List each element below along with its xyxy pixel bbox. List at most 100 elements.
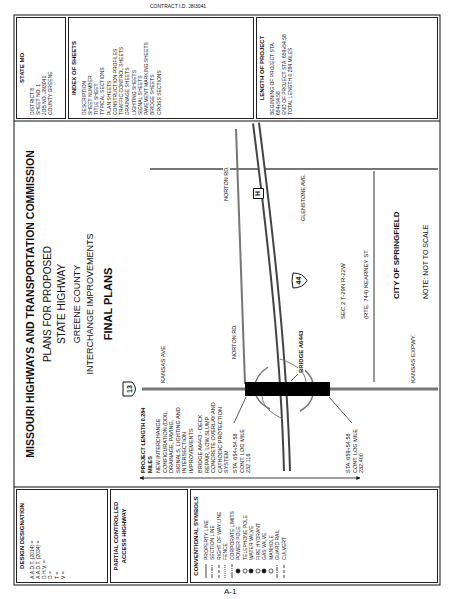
box-text: TYPICAL SECTIONS <box>99 21 105 115</box>
box-heading: DESIGN DESIGNATION <box>19 493 27 579</box>
title-line: PLANS FOR PROPOSED <box>42 123 54 485</box>
legend-symbol <box>225 564 226 578</box>
legend-text: WATER VALVE <box>248 526 255 560</box>
legend-row: FENCE <box>222 493 229 579</box>
box-text: DISTRICT 8 <box>29 21 35 115</box>
legend-text: FENCE <box>222 543 229 560</box>
box-text: END OF PROJECT STA. 659+54.58 <box>281 21 287 115</box>
legend-text: MANHOLE <box>268 535 275 560</box>
legend-sample <box>209 563 215 579</box>
legend-row: CORPORATE LIMITS <box>229 493 236 579</box>
title-line: GREENE COUNTY <box>72 123 83 485</box>
legend-row: GUARD RAIL <box>274 493 281 579</box>
box-text: PAVEMENT MARKING SHEETS <box>143 21 149 115</box>
shield-outline <box>123 382 136 396</box>
symbols-box: CONVENTIONAL SYMBOLSPROPERTY LINESECTION… <box>190 489 438 583</box>
box-heading: 44 <box>295 277 304 285</box>
city-name: CITY OF SPRINGFIELD <box>392 212 402 299</box>
index-box: INDEX OF SHEETSDESCRIPTIONSHEET NUMBERTI… <box>68 17 254 119</box>
road-name: GLENSTONE AVE. <box>300 174 307 221</box>
legend-symbol <box>256 569 260 573</box>
legend-symbol <box>262 569 266 573</box>
legend-symbol <box>218 564 219 578</box>
legend-text: TELEPHONE POLE <box>242 515 249 560</box>
legend-text: FIRE HYDRANT <box>255 523 262 560</box>
station-label: STA. 659+54.58 CONT. LOG MILE 232.400 <box>345 423 365 473</box>
legend-sample <box>222 563 228 579</box>
legend-row: PROPERTY LINE <box>203 493 210 579</box>
sheet-number: A-1 <box>224 587 236 597</box>
legend-sample <box>216 563 222 579</box>
road-name: KANSAS EXPWY. <box>410 334 417 383</box>
legend-text: SECTION LINE <box>209 525 216 560</box>
box-text: JOB NO. J8I3041 <box>41 21 47 115</box>
project-note: NEW INTERCHANGE CONFIGURATION (DDI), DRA… <box>155 399 195 473</box>
legend-text: CORPORATE LIMITS <box>229 511 236 560</box>
panel-divider <box>14 121 440 122</box>
project-note: BRIDGE A6443 - DECK REPAIR, LOW SLUMP CO… <box>197 399 230 473</box>
legend-sample <box>261 563 267 579</box>
legend-sample <box>268 563 274 579</box>
legend-sample <box>235 563 241 579</box>
box-text: SHEET NUMBER <box>87 21 93 115</box>
box-heading: CONVENTIONAL SYMBOLS <box>193 493 201 579</box>
interstate-44 <box>256 123 287 471</box>
project-limits-band <box>245 382 330 396</box>
box-text: CROSS SECTIONS <box>156 21 162 115</box>
legend-row: MANHOLE <box>268 493 275 579</box>
interstate-shield: 44 <box>291 272 308 289</box>
box-heading: H <box>254 191 263 196</box>
title-line: FINAL PLANS <box>102 123 115 485</box>
legend-sample <box>255 563 261 579</box>
legend-sample <box>229 563 235 579</box>
box-text: CONSTRUCTION PROFILES <box>112 21 118 115</box>
legend-sample <box>281 563 287 579</box>
box-text: LIGHTING SHEETS <box>131 21 137 115</box>
sheet-title: MISSOURI HIGHWAYS AND TRANSPORTATION COM… <box>24 123 37 485</box>
box-text: A.A.D.T. (2034) = <box>35 493 41 579</box>
box-text: BEGINNING OF PROJECT STA. 654+54.58 <box>269 21 282 115</box>
access-box: PARTIAL CONTROLLED ACCESS HIGHWAY <box>110 489 188 583</box>
legend-row: SECTION LINE <box>209 493 216 579</box>
sheet-border <box>14 15 440 585</box>
glenstone-road <box>150 168 438 170</box>
box-heading: INDEX OF SHEETS <box>71 21 79 115</box>
length-box: LENGTH OF PROJECTBEGINNING OF PROJECT ST… <box>256 17 438 119</box>
box-heading: 13 <box>126 385 135 393</box>
title-line: INTERCHANGE IMPROVEMENTS <box>85 123 96 485</box>
shield-outline <box>292 273 307 288</box>
box-text: DESCRIPTION <box>81 21 87 115</box>
legend-row: RIGHT OF WAY LINE <box>216 493 223 579</box>
legend-symbol <box>249 569 253 573</box>
contract-id: CONTRACT I.D. J8I3041 <box>150 3 206 9</box>
box-text: TOTAL LENGTH 0.284 MILES <box>287 21 293 115</box>
box-text: T = <box>54 493 60 579</box>
box-text: TRAFFIC CONTROL SHEETS <box>118 21 124 115</box>
box-text: A.A.D.T. (2014) = <box>29 493 35 579</box>
box-text: PLAN SHEETS <box>106 21 112 115</box>
dimension-line <box>140 478 360 479</box>
box-text: BRIDGE SHEETS <box>149 21 155 115</box>
legend-symbol <box>269 569 273 573</box>
leader-line <box>329 397 352 423</box>
road-name: (RTE. 744) KEARNEY ST. <box>363 249 370 319</box>
legend-text: RIGHT OF WAY LINE <box>216 512 223 560</box>
box-heading: LENGTH OF PROJECT <box>259 21 267 115</box>
legend-row: FIRE HYDRANT <box>255 493 262 579</box>
box-text: DRAINAGE SHEETS <box>124 21 130 115</box>
legend-sample <box>274 563 280 579</box>
legend-symbol <box>283 564 284 578</box>
box-heading: PARTIAL CONTROLLED ACCESS HIGHWAY <box>113 493 128 579</box>
box-text: SIGNAL SHEETS <box>137 21 143 115</box>
legend-symbol <box>231 564 232 578</box>
box-text: D = <box>47 493 53 579</box>
legend-symbol <box>277 564 278 578</box>
box-text: D.H.V. = <box>41 493 47 579</box>
bridge-callout: BRIDGE A6443 <box>298 331 305 373</box>
legend-row: GAS VALVE <box>261 493 268 579</box>
legend-symbol <box>205 564 206 578</box>
legend-sample <box>248 563 254 579</box>
legend-row: TELEPHONE POLE <box>242 493 249 579</box>
legend-text: PROPERTY LINE <box>203 520 210 560</box>
leader-line <box>291 374 298 381</box>
